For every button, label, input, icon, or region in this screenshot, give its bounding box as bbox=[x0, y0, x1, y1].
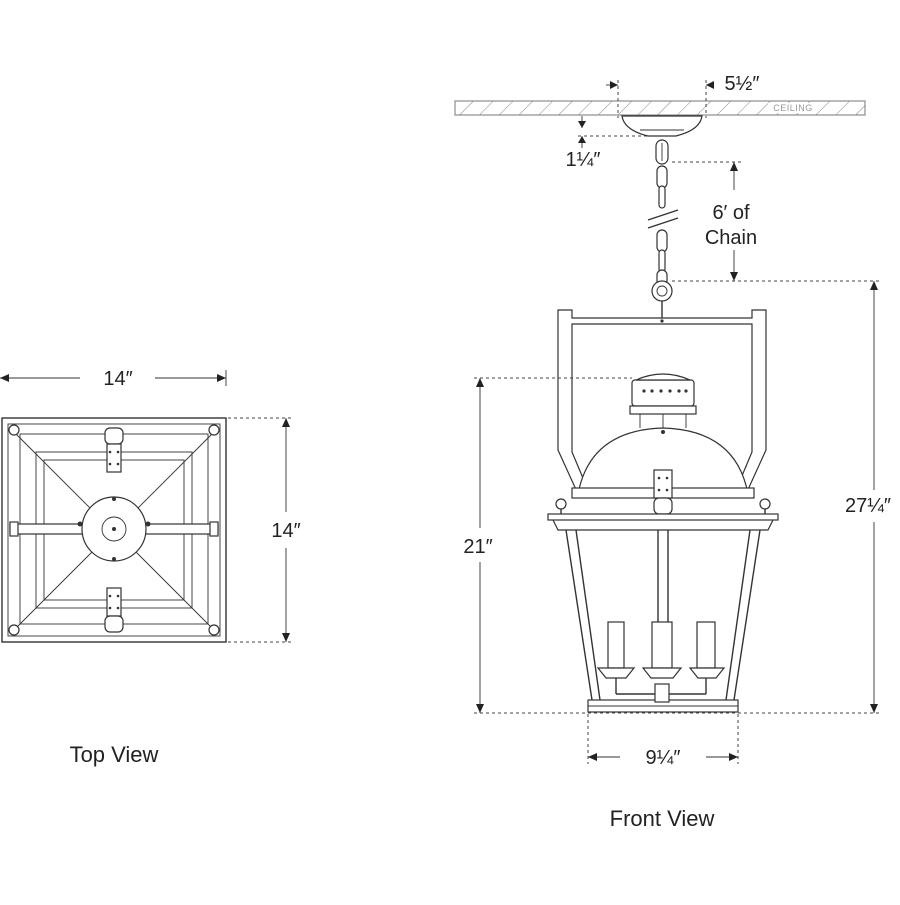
ceiling-canopy bbox=[621, 115, 703, 137]
corner-finial bbox=[208, 424, 220, 436]
body-height-label: 21″ bbox=[463, 536, 492, 558]
chain bbox=[647, 139, 679, 302]
front-view: CEILING 5½″ 1¼″ bbox=[454, 73, 891, 831]
top-view-lantern bbox=[1, 417, 227, 643]
front-view-lantern bbox=[547, 301, 779, 713]
base-width-dimension: 9¼″ bbox=[587, 714, 739, 769]
chain-length-dimension: 6′ of Chain bbox=[672, 161, 757, 282]
corner-finial bbox=[208, 624, 220, 636]
canopy-width-label: 5½″ bbox=[725, 73, 760, 95]
base-width-label: 9¼″ bbox=[646, 747, 681, 769]
canopy-width-dimension: 5½″ bbox=[606, 73, 759, 118]
top-hinge-bracket bbox=[104, 427, 124, 473]
ceiling: CEILING bbox=[454, 100, 866, 116]
top-view-caption: Top View bbox=[70, 742, 159, 767]
chain-label-line2: Chain bbox=[705, 227, 757, 249]
top-depth-dimension: 14″ bbox=[228, 417, 301, 643]
overall-height-dimension: 27¼″ bbox=[672, 280, 891, 713]
ceiling-label: CEILING bbox=[773, 103, 813, 113]
top-view: 14″ 14″ bbox=[0, 368, 301, 767]
top-width-label: 14″ bbox=[103, 368, 132, 390]
candle-cluster bbox=[596, 621, 726, 703]
overall-height-label: 27¼″ bbox=[845, 495, 891, 517]
top-width-dimension: 14″ bbox=[0, 368, 227, 390]
corner-finial bbox=[8, 624, 20, 636]
canopy-drop-dimension: 1¼″ bbox=[566, 116, 650, 171]
corner-finial bbox=[8, 424, 20, 436]
bottom-hinge-bracket bbox=[104, 587, 124, 633]
chain-label-line1: 6′ of bbox=[712, 202, 750, 224]
canopy-drop-label: 1¼″ bbox=[566, 149, 601, 171]
top-depth-label: 14″ bbox=[271, 520, 300, 542]
body-height-dimension: 21″ bbox=[463, 377, 882, 714]
front-view-caption: Front View bbox=[610, 806, 715, 831]
